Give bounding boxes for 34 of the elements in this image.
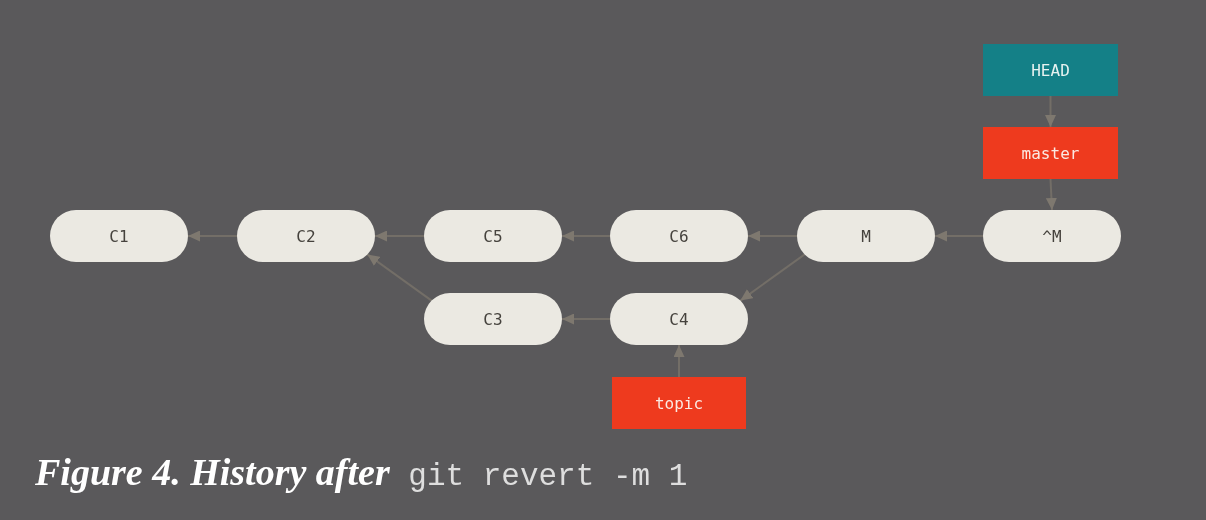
arrow <box>374 230 425 242</box>
commit-pill <box>424 293 562 345</box>
arrow <box>747 230 798 242</box>
node-label: C5 <box>483 226 503 246</box>
node-label: C1 <box>109 226 129 246</box>
arrow <box>934 230 984 242</box>
commit-pill <box>424 210 562 262</box>
commit-pill <box>610 210 748 262</box>
branch-label-box <box>983 127 1118 179</box>
node-label: C4 <box>669 309 689 329</box>
branch-label-box <box>612 377 746 429</box>
node-label: M <box>861 226 871 246</box>
node-label: topic <box>654 393 704 413</box>
node-label: master <box>1021 143 1080 163</box>
arrow <box>366 253 433 302</box>
node-label: ^M <box>1042 226 1062 246</box>
head-pointer-box <box>983 44 1118 96</box>
commit-pill <box>610 293 748 345</box>
commit-pill <box>983 210 1121 262</box>
node-label: HEAD <box>1031 60 1070 80</box>
arrow <box>561 313 611 325</box>
arrow <box>187 230 238 242</box>
arrow <box>561 230 611 242</box>
commit-pill <box>237 210 375 262</box>
node-label: C6 <box>669 226 689 246</box>
node-label: C2 <box>296 226 316 246</box>
commit-pill <box>50 210 188 262</box>
arrow <box>739 253 806 302</box>
arrow <box>673 344 685 378</box>
figure-caption: Figure 4. History after git revert -m 1 <box>35 450 688 494</box>
node-label: C3 <box>483 309 503 329</box>
arrow <box>1045 95 1056 128</box>
arrow <box>1045 178 1057 211</box>
commit-pill <box>797 210 935 262</box>
